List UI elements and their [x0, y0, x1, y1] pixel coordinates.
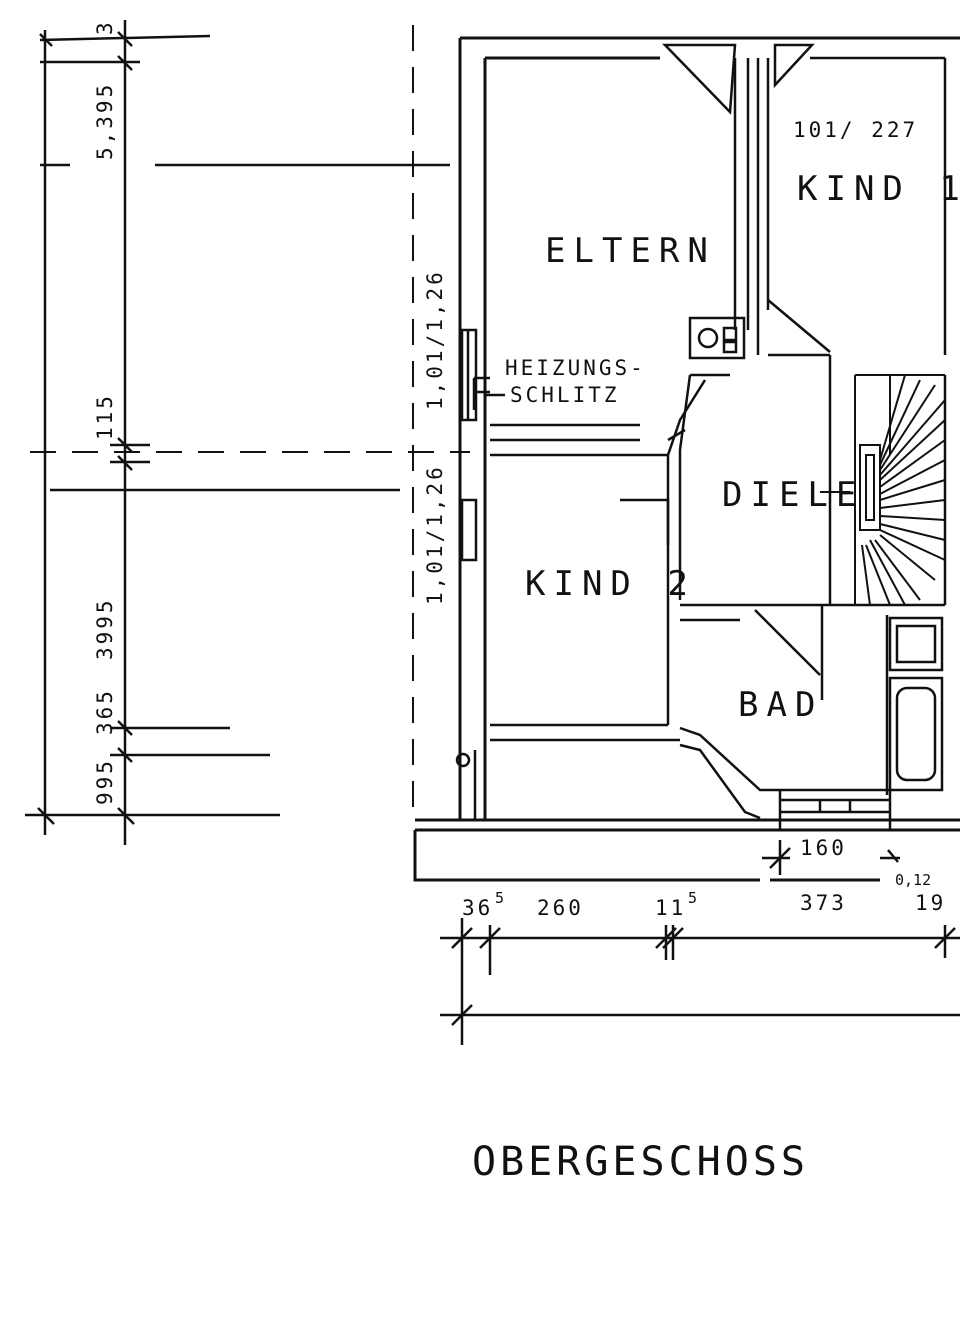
bath-fixtures [778, 615, 944, 830]
room-kind2: KIND 2 [525, 564, 696, 604]
chimney-icon [688, 316, 746, 360]
dim-top: 3 [93, 19, 117, 35]
dim-19: 19 [915, 891, 946, 915]
room-eltern: ELTERN [545, 231, 716, 271]
dim-3995: 3995 [93, 597, 117, 660]
room-bad: BAD [738, 685, 823, 725]
dim-11-sup: 5 [688, 889, 697, 907]
dim-5395: 5,395 [93, 82, 117, 160]
left-dimension-chain [25, 20, 450, 845]
bottom-dimension-chain [440, 840, 960, 1045]
dim-36: 36 [462, 896, 493, 920]
heizungsschlitz-line2: SCHLITZ [510, 383, 620, 407]
room-kind1: KIND 1 [797, 169, 960, 209]
plan-title: OBERGESCHOSS [472, 1139, 809, 1185]
dim-365: 365 [93, 688, 117, 735]
door-swings [620, 43, 831, 676]
staircase [820, 374, 946, 606]
kind2-window-size: 1,01/1,26 [423, 464, 447, 605]
dim-36-sup: 5 [495, 889, 504, 907]
interior-walls [490, 56, 947, 820]
left-dimension-labels: 3 5,395 115 3995 365 995 [93, 19, 117, 805]
dashed-axes [30, 25, 470, 815]
heizungsschlitz-line1: HEIZUNGS- [505, 356, 646, 380]
exterior-walls [413, 36, 960, 882]
dim-012: 0,12 [895, 871, 931, 889]
room-diele: DIELE [722, 475, 864, 515]
dim-115: 115 [93, 393, 117, 440]
dim-995: 995 [93, 758, 117, 805]
dim-11: 11 [655, 896, 686, 920]
dim-160: 160 [800, 836, 847, 860]
eltern-window-size: 1,01/1,26 [423, 269, 447, 410]
dim-260: 260 [537, 896, 584, 920]
dim-373: 373 [800, 891, 847, 915]
window-marks [455, 328, 505, 820]
kind1-window-size: 101/ 227 [793, 118, 918, 142]
